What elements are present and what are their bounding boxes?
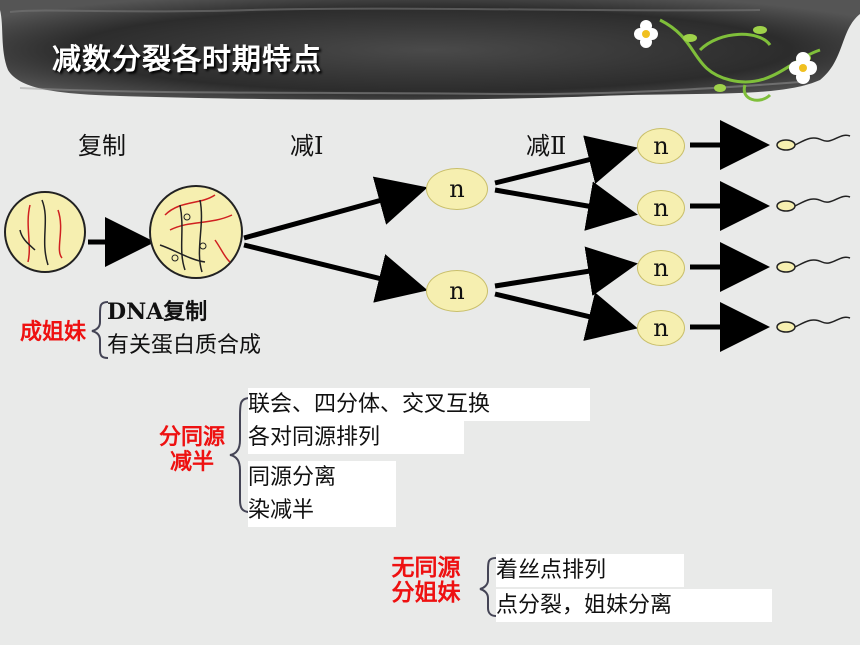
label-line: 分同源 — [158, 425, 225, 450]
cell-after-replication — [149, 185, 243, 279]
note-line: 点分裂，姐妹分离 — [496, 589, 772, 622]
haploid-cell-node: n — [637, 128, 685, 164]
label-line: 分姐妹 — [391, 580, 461, 606]
note-line: 各对同源排列 — [248, 421, 464, 454]
page-title: 减数分裂各时期特点 — [52, 42, 323, 76]
label-line: 无同源 — [391, 555, 461, 581]
label-meiosis1: 减Ⅰ — [290, 132, 324, 160]
haploid-cell-node: n — [426, 168, 488, 210]
sperm-cell — [776, 134, 851, 151]
meiosis2-label: 无同源 分姐妹 — [378, 556, 474, 606]
note-line: 着丝点排列 — [496, 554, 684, 587]
label-replication: 复制 — [78, 132, 126, 160]
arrow — [494, 246, 638, 296]
flower-icon — [634, 20, 658, 48]
brace-icon — [91, 301, 109, 359]
meiosis1-label: 分同源 减半 — [146, 425, 238, 475]
haploid-cell-node: n — [426, 270, 488, 312]
label-meiosis2: 减Ⅱ — [526, 132, 567, 160]
arrow — [243, 176, 428, 241]
sperm-cell — [776, 195, 851, 212]
note-line: DNA复制 — [107, 299, 208, 325]
label-line: 减半 — [169, 450, 214, 475]
cell-before-replication — [4, 191, 86, 273]
arrow — [494, 291, 638, 341]
interphase-label: 成姐妹 — [19, 320, 86, 345]
title-banner — [0, 0, 860, 102]
note-line: 有关蛋白质合成 — [107, 333, 262, 358]
note-line: 联会、四分体、交叉互换 — [248, 388, 590, 421]
note-line: 同源分离 — [248, 461, 396, 494]
note-line: 染减半 — [248, 494, 396, 527]
sperm-cell — [776, 256, 851, 273]
flower-icon — [789, 52, 817, 84]
arrow — [243, 242, 428, 303]
interphase-notes: DNA复制 有关蛋白质合成 — [107, 296, 307, 362]
brace-icon — [479, 557, 497, 617]
haploid-cell-node: n — [637, 190, 685, 226]
brace-icon — [229, 397, 251, 513]
sperm-cell — [776, 316, 851, 333]
haploid-cell-node: n — [637, 310, 685, 346]
arrow — [494, 135, 638, 186]
haploid-cell-node: n — [637, 250, 685, 286]
arrow — [494, 181, 638, 231]
